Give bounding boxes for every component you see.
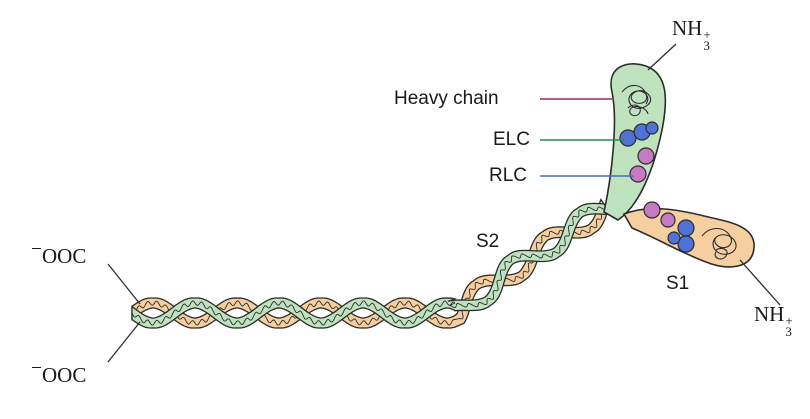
heavy-chain-label: Heavy chain [394, 89, 499, 108]
n-terminus-right-subscript: 3 [785, 326, 792, 337]
elc-label: ELC [493, 130, 530, 149]
s2-label: S2 [476, 232, 499, 251]
myosin-head-upper [604, 64, 665, 220]
c-terminus-bottom-leader [108, 322, 140, 362]
c-terminus-bottom-text: OOC [42, 363, 86, 387]
n-terminus-right-base: NH [754, 304, 784, 325]
n-terminus-top-base: NH [672, 18, 702, 39]
c-terminus-top-label: OOC [32, 246, 86, 267]
negative-charge-bar-top [32, 248, 41, 249]
n-terminus-top-subscript: 3 [703, 40, 710, 51]
myosin-head-lower [624, 202, 754, 267]
n-terminus-top-leader [648, 44, 676, 70]
c-terminus-top-text: OOC [42, 244, 86, 268]
n-terminus-right-label: NH + 3 [754, 304, 793, 333]
s1-label: S1 [666, 274, 689, 293]
coiled-coil-tail [132, 199, 611, 328]
negative-charge-bar-bottom [32, 367, 41, 368]
rlc-label: RLC [489, 166, 527, 185]
tail-strand-green [132, 203, 611, 328]
n-terminus-top-label: NH + 3 [672, 18, 711, 47]
c-terminus-bottom-label: OOC [32, 365, 86, 386]
n-terminus-right-leader [740, 260, 780, 305]
c-terminus-top-leader [108, 264, 140, 304]
